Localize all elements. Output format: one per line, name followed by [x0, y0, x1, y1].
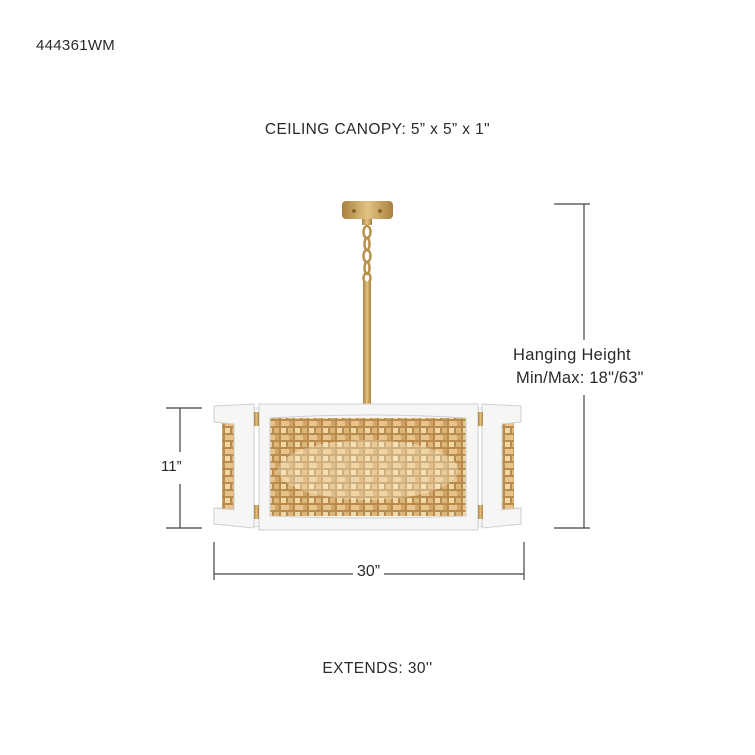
fixture-width-label: 30”	[353, 563, 385, 581]
ceiling-canopy	[342, 201, 393, 225]
product-sku: 444361WM	[36, 37, 116, 54]
hanging-height-label: Hanging Height	[513, 346, 631, 364]
hanging-height-range: Min/Max: 18"/63"	[516, 369, 644, 387]
pendant-fixture	[213, 403, 522, 531]
ceiling-canopy-label: CEILING CANOPY: 5” x 5” x 1"	[264, 121, 491, 138]
fixture-height-label: 11”	[161, 458, 182, 475]
chain	[362, 224, 372, 285]
downrod	[363, 282, 371, 404]
extends-label: EXTENDS: 30''	[322, 660, 433, 677]
